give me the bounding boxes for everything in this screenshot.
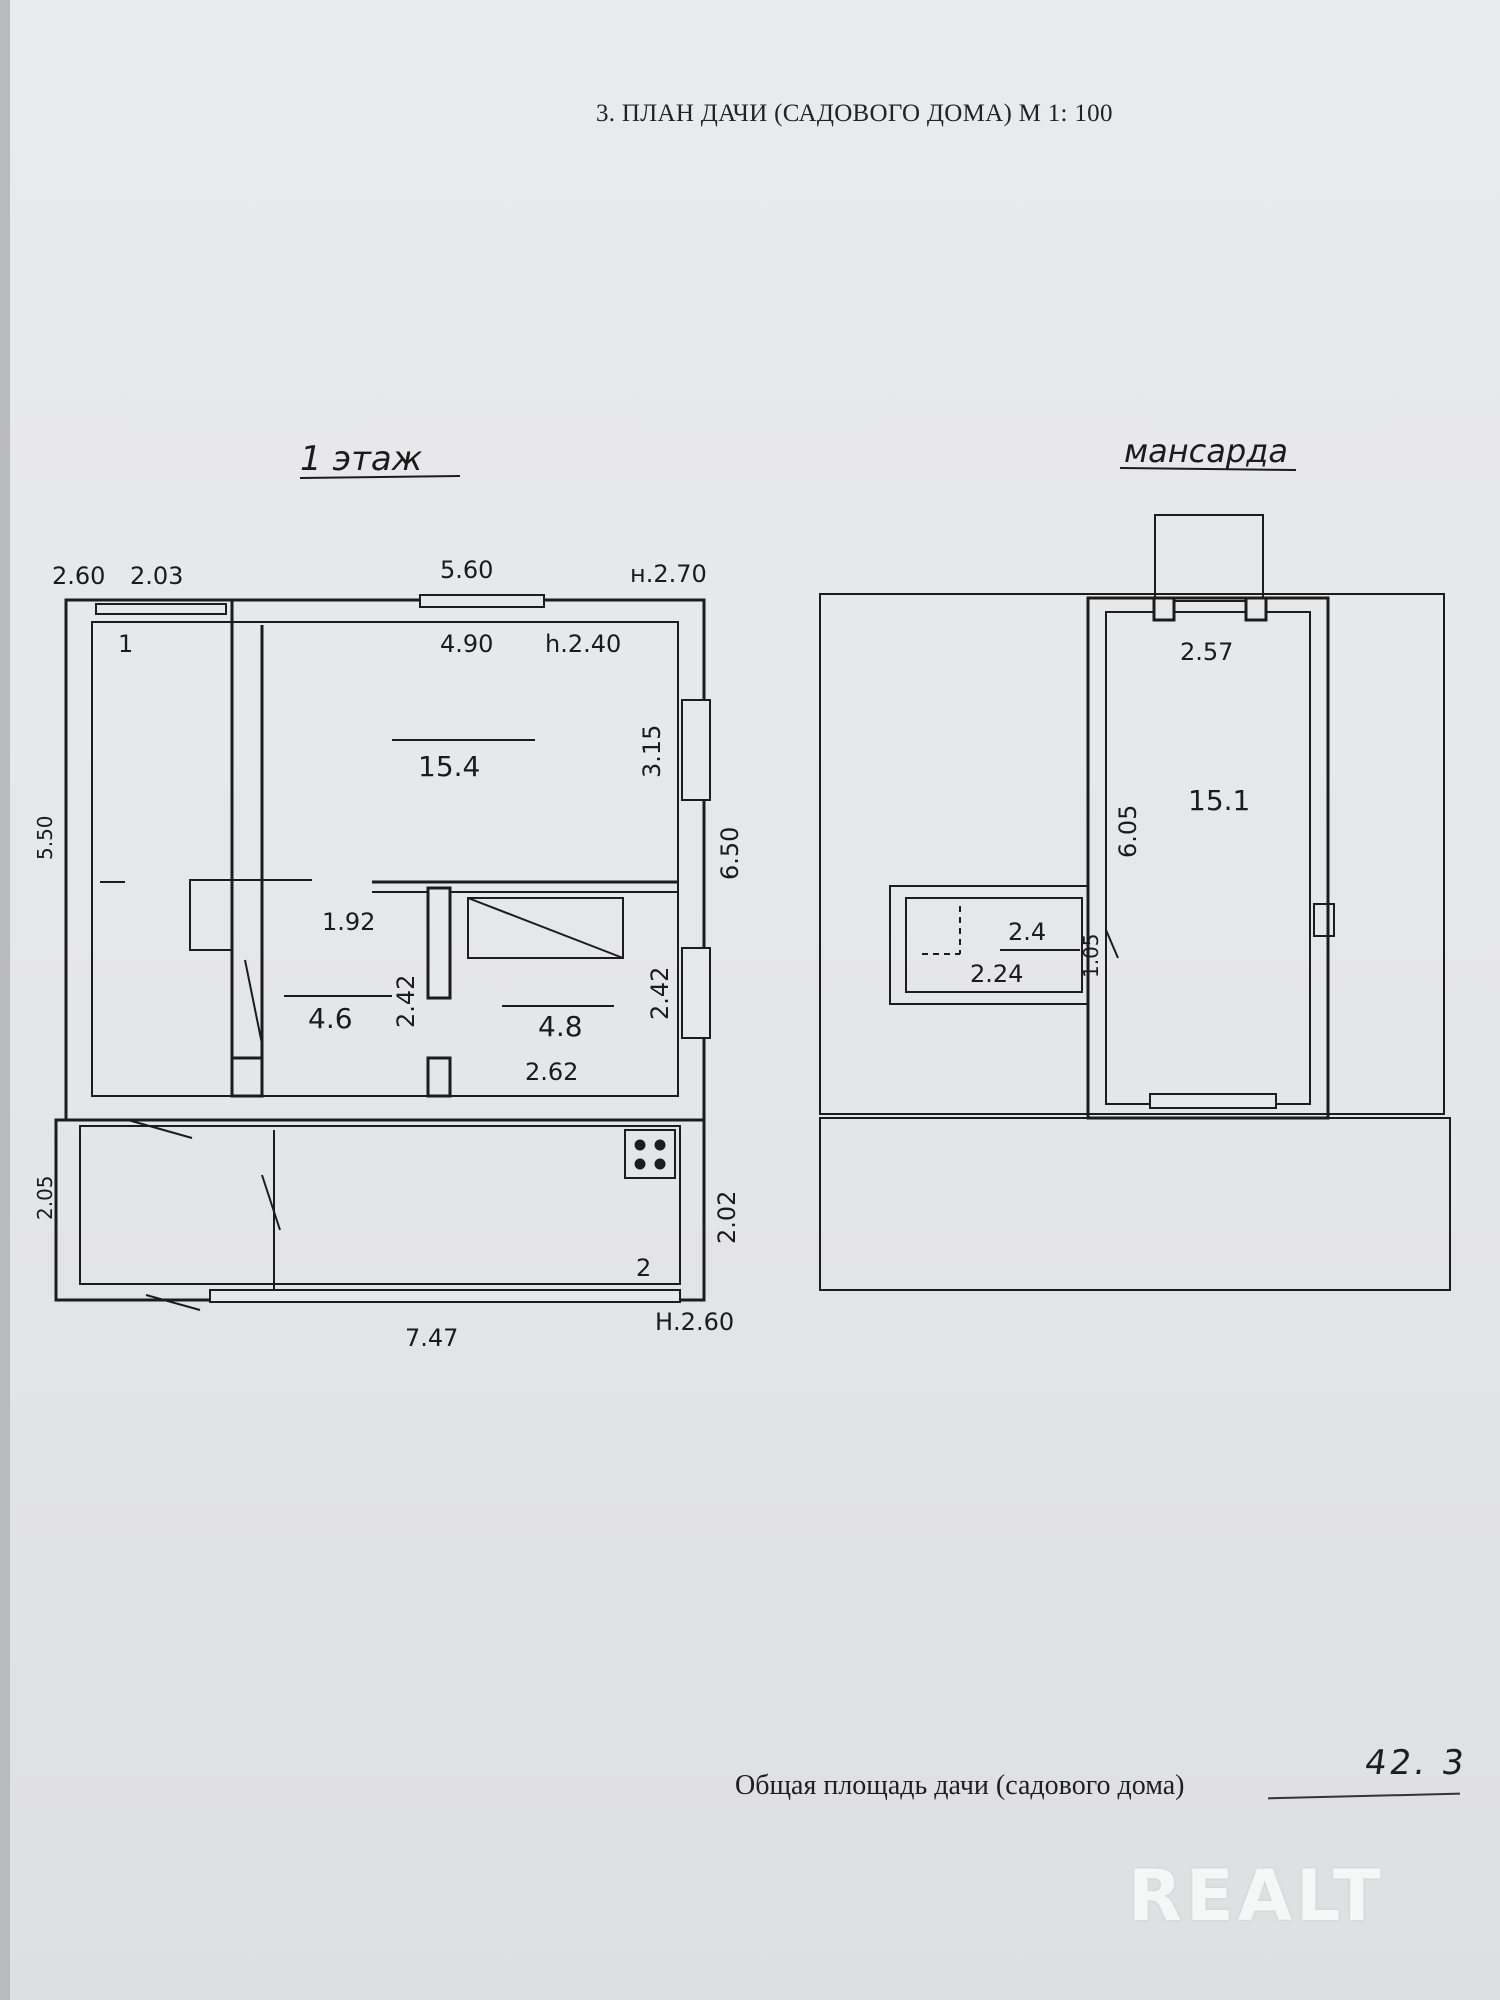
dim-label: Н.2.60 — [655, 1308, 734, 1336]
dim-label: 2.05 — [33, 1175, 57, 1220]
attic-roof-lower — [819, 1117, 1451, 1291]
attic-wall-block — [1152, 596, 1176, 622]
attic-roof-outline — [819, 593, 1445, 1115]
floor1-inner-wall-line — [91, 621, 679, 1097]
floor1-door-swing — [127, 1119, 193, 1139]
dim-label: 2.03 — [130, 562, 183, 590]
heading-underline — [1119, 467, 1297, 471]
dim-label: н.2.70 — [630, 560, 707, 588]
dim-label: 6.05 — [1114, 805, 1142, 858]
attic-plan — [819, 467, 1451, 1291]
document-sheet — [10, 0, 1500, 2000]
dim-label: 5.50 — [33, 815, 57, 860]
paper-edge — [0, 0, 10, 2000]
stove-icon — [624, 1129, 676, 1179]
dim-label: 6.50 — [716, 827, 744, 880]
area-label: 15.1 — [1188, 784, 1250, 817]
attic-heading: мансарда — [1124, 432, 1288, 470]
floor1-wall-block — [426, 886, 452, 1000]
total-area-label: Общая площадь дачи (садового дома) — [735, 1770, 1185, 1801]
attic-dimension-labels: мансарда 2.57 6.05 15.1 2.4 2.24 1.05 — [970, 432, 1288, 988]
floor1-stair-left — [189, 879, 233, 951]
floor1-veranda-inner — [79, 1125, 681, 1285]
floor1-pier-2 — [426, 1056, 452, 1098]
floor1-heading: 1 этаж — [300, 439, 423, 479]
floor1-dimension-labels: 1 этаж 2.60 2.03 5.60 н.2.70 4.90 h.2.40… — [33, 439, 744, 1352]
area-label: 4.8 — [538, 1010, 583, 1043]
stove-burner-icon — [654, 1158, 666, 1170]
floor1-plan — [54, 475, 711, 1311]
dim-label: 4.90 — [440, 630, 493, 658]
dim-label: 2.02 — [713, 1191, 741, 1244]
stove-burner-icon — [634, 1158, 646, 1170]
total-area-value: 42. 3 — [1362, 1743, 1470, 1783]
floor1-window — [95, 603, 227, 615]
chimney-icon — [1313, 903, 1335, 937]
stove-burner-icon — [654, 1139, 666, 1151]
realt-watermark: REALT — [1128, 1855, 1385, 1937]
dim-label: 2.42 — [646, 967, 674, 1020]
floor1-veranda-door — [261, 1174, 281, 1231]
dim-label: 2.62 — [525, 1058, 578, 1086]
room-number: 1 — [118, 630, 133, 658]
dim-label: 3.15 — [638, 725, 666, 778]
attic-storage-outer — [889, 885, 1089, 1005]
dim-label: 2.60 — [52, 562, 105, 590]
area-label: 15.4 — [418, 750, 480, 783]
dim-label: 2.57 — [1180, 638, 1233, 666]
floor1-outer-wall — [64, 598, 706, 1122]
document-title: 3. ПЛАН ДАЧИ (САДОВОГО ДОМА) М 1: 100 — [596, 100, 1113, 127]
room-number: 2 — [636, 1254, 651, 1282]
attic-wall-block — [1244, 596, 1268, 622]
floor1-window — [681, 699, 711, 801]
dim-label: h.2.40 — [545, 630, 621, 658]
stove-burner-icon — [634, 1139, 646, 1151]
heading-underline — [299, 475, 461, 479]
floor1-door-swing-2 — [244, 959, 263, 1045]
area-label: 2.4 — [1008, 918, 1046, 946]
dim-label: 2.42 — [392, 975, 420, 1028]
floor1-stair-box — [467, 897, 624, 959]
dim-label: 7.47 — [405, 1324, 458, 1352]
area-label: 4.6 — [308, 1002, 353, 1035]
floor1-entrance-door — [145, 1294, 201, 1311]
dim-label: 1.05 — [1079, 933, 1103, 978]
floor1-window — [419, 594, 545, 608]
attic-storage-inner — [905, 897, 1083, 993]
attic-window — [1149, 1093, 1277, 1109]
floor1-window — [209, 1289, 681, 1303]
attic-door — [1105, 929, 1119, 959]
floor1-veranda-outer — [54, 1118, 706, 1302]
dim-label: 2.24 — [970, 960, 1023, 988]
attic-dormer — [1154, 514, 1264, 602]
floor1-pier — [230, 1056, 264, 1098]
dim-label: 1.92 — [322, 908, 375, 936]
attic-room-outer — [1086, 596, 1330, 1120]
floor1-stair-diagonal — [467, 897, 624, 959]
floor1-window — [681, 947, 711, 1039]
dim-label: 5.60 — [440, 556, 493, 584]
